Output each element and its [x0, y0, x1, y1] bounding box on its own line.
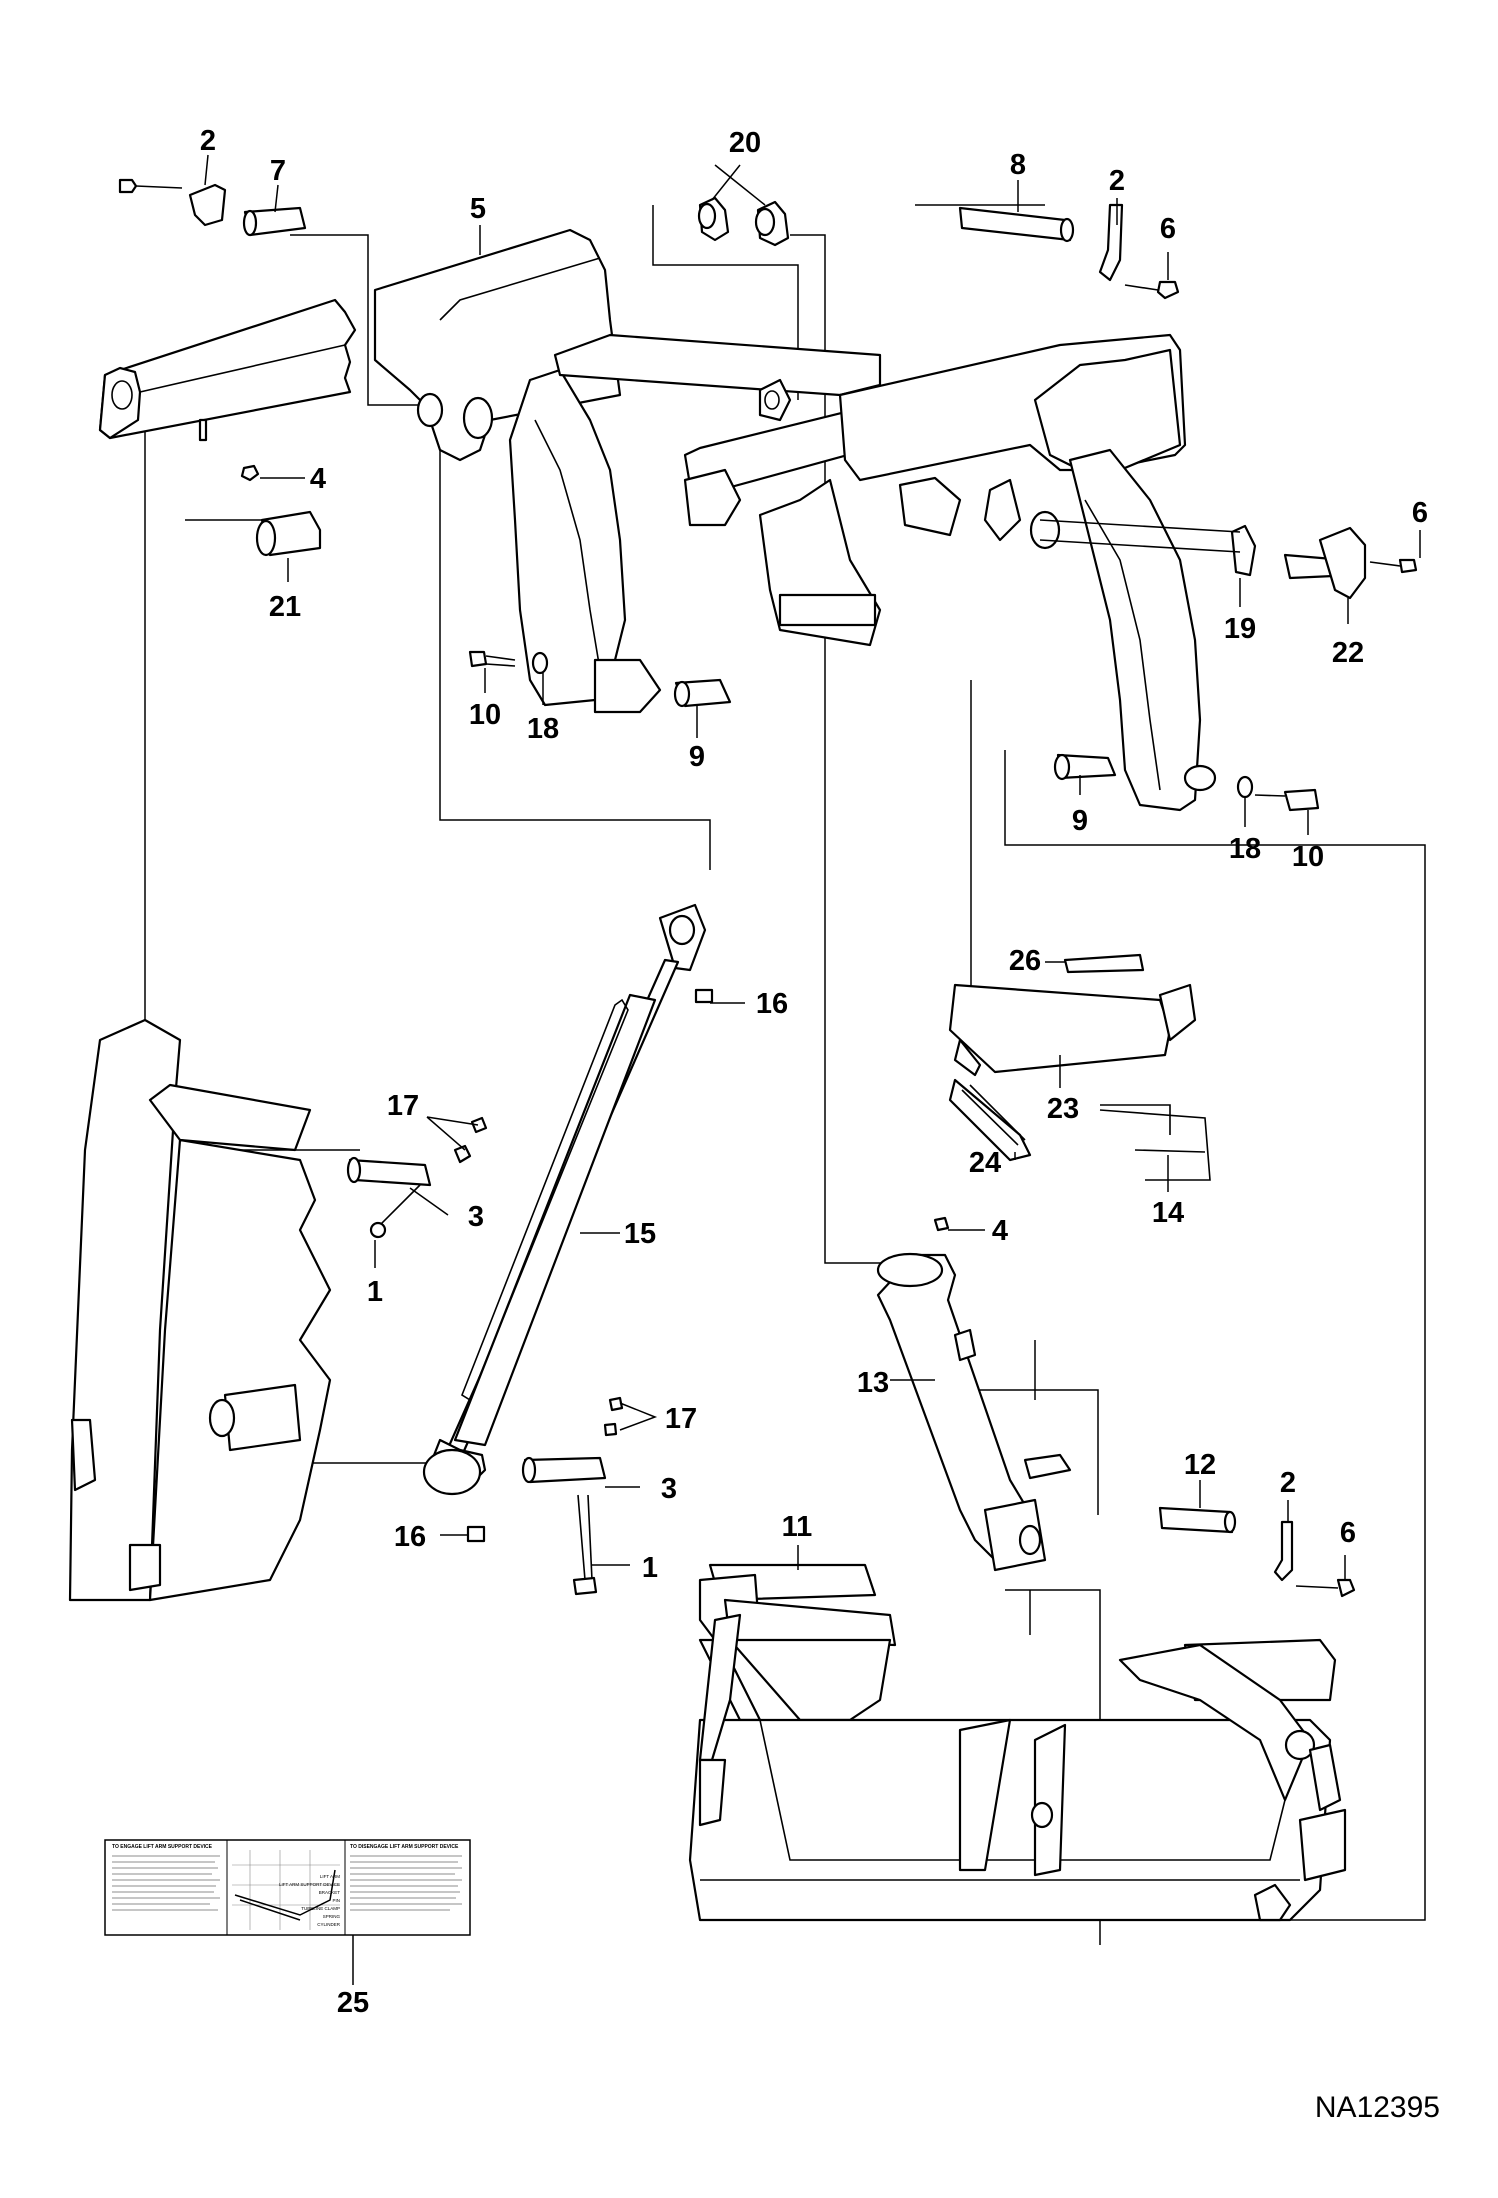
callout-2: 2 — [1280, 1467, 1296, 1499]
callout-leaders — [204, 154, 1421, 1985]
attachment-hardware — [1158, 1506, 1356, 1598]
decal-label-bracket: BRACKET — [319, 1890, 341, 1895]
callout-24: 24 — [969, 1147, 1001, 1179]
decal-label-pin: PIN — [332, 1898, 340, 1903]
lift-arm-left — [98, 228, 662, 714]
decal-label-cylinder: CYLINDER — [317, 1922, 341, 1927]
decal-label-lift-arm: LIFT ARM — [320, 1874, 340, 1879]
callout-8: 8 — [1010, 149, 1026, 181]
callout-4: 4 — [310, 463, 326, 495]
tilt-cylinder — [876, 1216, 1072, 1572]
callout-14: 14 — [1152, 1197, 1184, 1229]
machine-frame — [68, 1018, 332, 1602]
callout-9: 9 — [689, 741, 705, 773]
callout-numbers: 2 7 5 20 8 2 6 4 21 6 19 22 10 18 9 9 18… — [200, 125, 1428, 2019]
decal-lift-arm-support: TO ENGAGE LIFT ARM SUPPORT DEVICE TO DIS… — [104, 1839, 471, 1936]
decal-left-title: TO ENGAGE LIFT ARM SUPPORT DEVICE — [112, 1844, 213, 1850]
top-hardware — [118, 178, 1418, 812]
callout-26: 26 — [1009, 945, 1041, 977]
callout-13: 13 — [857, 1367, 889, 1399]
callout-10: 10 — [469, 699, 501, 731]
callout-1: 1 — [367, 1276, 383, 1308]
callout-4: 4 — [992, 1215, 1008, 1247]
support-device — [948, 953, 1211, 1181]
callout-22: 22 — [1332, 637, 1364, 669]
callout-12: 12 — [1184, 1449, 1216, 1481]
callout-6: 6 — [1340, 1517, 1356, 1549]
callout-3: 3 — [661, 1473, 677, 1505]
callout-5: 5 — [470, 193, 486, 225]
callout-25: 25 — [337, 1987, 369, 2019]
callout-18: 18 — [527, 713, 559, 745]
callout-3: 3 — [468, 1201, 484, 1233]
drawing-number: NA12395 — [1315, 2091, 1440, 2124]
callout-1: 1 — [642, 1552, 658, 1584]
callout-19: 19 — [1224, 613, 1256, 645]
callout-6: 6 — [1412, 497, 1428, 529]
callout-20: 20 — [729, 127, 761, 159]
callout-17: 17 — [387, 1090, 419, 1122]
lift-arm-right — [838, 333, 1217, 812]
callout-16: 16 — [756, 988, 788, 1020]
callout-23: 23 — [1047, 1093, 1079, 1125]
callout-21: 21 — [269, 591, 301, 623]
callout-7: 7 — [270, 155, 286, 187]
callout-17: 17 — [665, 1403, 697, 1435]
callout-11: 11 — [782, 1511, 813, 1543]
decal-right-title: TO DISENGAGE LIFT ARM SUPPORT DEVICE — [350, 1844, 459, 1850]
decal-label-tubeline-clamp: TUBELINE CLAMP — [301, 1906, 340, 1911]
callout-18: 18 — [1229, 833, 1261, 865]
decal-label-support-device: LIFT ARM SUPPORT DEVICE — [279, 1882, 340, 1887]
callout-16: 16 — [394, 1521, 426, 1553]
callout-15: 15 — [624, 1218, 656, 1250]
lift-cylinder — [422, 903, 714, 1543]
decal-label-spring: SPRING — [323, 1914, 341, 1919]
callout-6: 6 — [1160, 213, 1176, 245]
callout-10: 10 — [1292, 841, 1324, 873]
callout-2: 2 — [1109, 165, 1125, 197]
frame-hardware — [346, 1116, 624, 1596]
callout-9: 9 — [1072, 805, 1088, 837]
callout-2: 2 — [200, 125, 216, 157]
attachment-plate — [688, 1563, 1347, 1922]
